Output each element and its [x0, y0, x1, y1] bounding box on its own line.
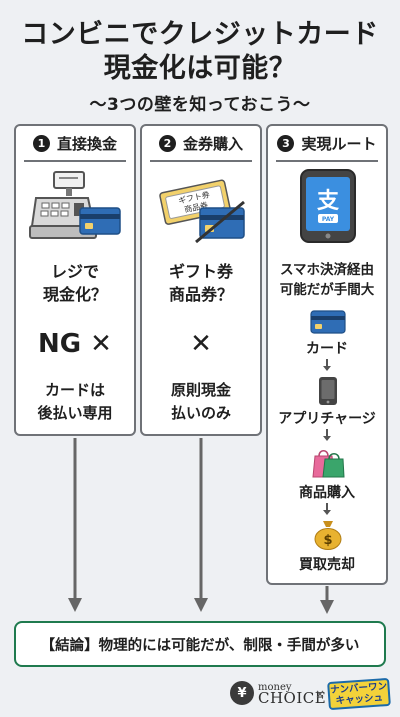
times-sign: × — [315, 687, 326, 701]
number-badge: 1 — [32, 134, 50, 152]
number-badge: 2 — [158, 134, 176, 152]
column-heading: 2 金券購入 — [142, 126, 260, 160]
verdict-cross: ✕ — [190, 329, 212, 359]
smartphone-payment-icon: 支 PAY — [300, 169, 356, 243]
divider — [150, 160, 252, 162]
cash-register-icon — [29, 171, 121, 239]
pay-label: PAY — [322, 216, 335, 223]
verdict-ng: NG ✕ — [38, 329, 112, 359]
step-app-charge: アプリチャージ — [278, 411, 376, 427]
subtitle: 〜3つの壁を知っておこう〜 — [89, 95, 311, 115]
step-arrow-icon — [323, 503, 331, 515]
yen-icon: ¥ — [230, 681, 254, 705]
route-description: スマホ決済経由 可能だが手間大 — [279, 262, 375, 298]
note: カードは 後払い専用 — [37, 381, 113, 422]
column-heading: 3 実現ルート — [268, 126, 386, 160]
heading-text: 金券購入 — [182, 134, 243, 153]
number-badge: 3 — [277, 134, 295, 152]
app-glyph: 支 — [317, 189, 340, 214]
step-purchase: 商品購入 — [299, 485, 355, 501]
partner-line2: キャッシュ — [335, 692, 384, 707]
divider — [276, 160, 378, 162]
header: コンビニでクレジットカード 現金化は可能？ 〜3つの壁を知っておこう〜 — [0, 18, 400, 115]
brand-small: money — [258, 682, 292, 693]
heading-text: 実現ルート — [301, 134, 377, 153]
credit-card-icon — [310, 310, 346, 334]
heading-text: 直接換金 — [56, 134, 117, 153]
step-resell: 買取売却 — [299, 557, 355, 573]
conclusion-box: 【結論】物理的には可能だが、制限・手間が多い — [14, 621, 386, 667]
down-arrow-icon — [194, 438, 208, 612]
shopping-bag-icon — [312, 450, 345, 478]
down-arrow-icon — [320, 586, 334, 614]
brand-big: CHOICE — [258, 689, 327, 707]
note: 原則現金 払いのみ — [170, 381, 231, 422]
coin-glyph: $ — [323, 533, 332, 548]
question: レジで 現金化？ — [42, 262, 107, 304]
smartphone-icon — [319, 377, 337, 405]
step-card: カード — [306, 341, 348, 357]
title-line2: 現金化は可能？ — [103, 53, 297, 84]
column-heading: 1 直接換金 — [16, 126, 134, 160]
footer-logos: ¥ money CHOICE × ナンバーワン キャッシュ — [0, 677, 400, 711]
step-arrow-icon — [323, 429, 331, 441]
money-bag-icon: $ — [314, 521, 342, 550]
conclusion-text: 【結論】物理的には可能だが、制限・手間が多い — [40, 637, 360, 654]
question: ギフト券 商品券？ — [168, 262, 233, 304]
gift-voucher-icon: ギフト券 商品券 — [159, 179, 245, 244]
money-choice-logo: ¥ money CHOICE — [230, 681, 327, 707]
divider — [24, 160, 126, 162]
column-realistic-route: 3 実現ルート 支 PAY スマホ決済経由 可能だが手間大 カード アプリチャー… — [266, 124, 388, 585]
title-line1: コンビニでクレジットカード — [21, 19, 379, 50]
column-voucher-purchase: 2 金券購入 ギフト券 商品券 ギフト券 商品券？ ✕ 原則現金 払いのみ — [140, 124, 262, 436]
partner-logo: ナンバーワン キャッシュ — [327, 677, 391, 711]
column-direct-exchange: 1 直接換金 レジで 現金化？ NG ✕ カードは 後払い専用 — [14, 124, 136, 436]
down-arrow-icon — [68, 438, 82, 612]
step-arrow-icon — [323, 359, 331, 371]
